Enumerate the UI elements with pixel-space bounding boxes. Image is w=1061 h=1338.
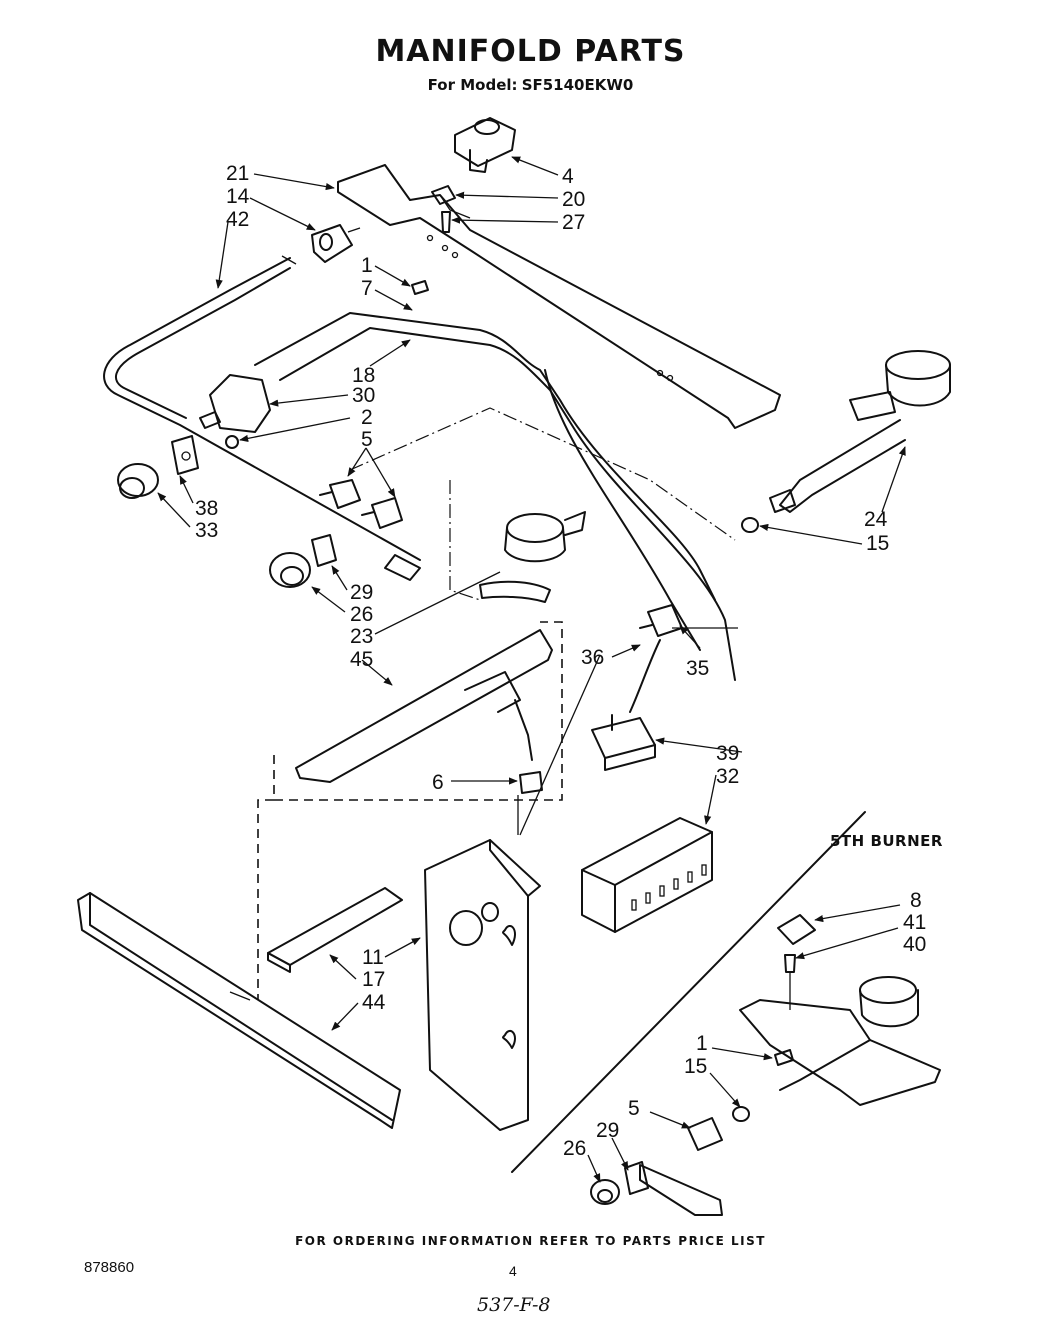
callout-17: 17 — [362, 968, 385, 991]
dashed-connector — [257, 799, 274, 1000]
fifth-burner-divider — [511, 811, 866, 1173]
part-orifice-15b — [732, 1106, 750, 1122]
part-knob-26 — [269, 552, 311, 588]
callout-11: 11 — [362, 946, 384, 969]
callout-15: 15 — [866, 532, 889, 555]
ordering-footer: FOR ORDERING INFORMATION REFER TO PARTS … — [295, 1234, 766, 1248]
callout-36: 36 — [581, 646, 604, 669]
callout-18: 18 — [352, 364, 375, 387]
part-burner-40 — [739, 976, 941, 1106]
part-burner-23 — [479, 511, 586, 603]
part-burner-valve-top — [454, 117, 516, 173]
model-number: SF5140EKW0 — [521, 76, 634, 94]
callout-20: 20 — [562, 188, 585, 211]
part-clip-1a — [411, 280, 429, 295]
callout-1: 1 — [361, 254, 373, 277]
part-valve-5b — [639, 1117, 723, 1216]
callout-8: 8 — [910, 889, 922, 912]
part-strip-17 — [267, 887, 403, 973]
callout-38: 38 — [195, 497, 218, 520]
callout-29-fifth: 29 — [596, 1119, 619, 1142]
callout-21: 21 — [226, 162, 249, 185]
callout-27: 27 — [562, 211, 585, 234]
part-ignition-module-39 — [591, 714, 656, 771]
callout-39: 39 — [716, 742, 739, 765]
part-knob-33 — [117, 463, 159, 499]
callout-24: 24 — [864, 508, 888, 531]
document-number: 878860 — [84, 1259, 135, 1276]
part-knob-26b — [590, 1179, 620, 1205]
part-clip-20 — [431, 185, 456, 205]
part-bracket-8 — [777, 914, 816, 945]
part-manifold-bracket — [337, 164, 781, 429]
part-valve-30 — [199, 374, 271, 449]
part-switch-36-35 — [629, 604, 683, 713]
callout-44: 44 — [362, 991, 386, 1014]
callouts: 4 20 27 21 14 42 1 7 18 30 2 5 38 33 29 … — [195, 162, 943, 1160]
callout-45: 45 — [350, 648, 373, 671]
part-orifice-15a — [741, 517, 759, 533]
dashed-group-box — [273, 621, 563, 801]
part-manifold-45 — [295, 629, 553, 794]
callout-26: 26 — [350, 603, 373, 626]
callout-26-fifth: 26 — [563, 1137, 586, 1160]
callout-35: 35 — [686, 657, 709, 680]
handwritten-note: 537-F-8 — [477, 1294, 551, 1316]
callout-42: 42 — [226, 208, 249, 231]
fifth-burner-label: 5TH BURNER — [830, 832, 943, 850]
page-number: 4 — [509, 1263, 517, 1279]
callout-2: 2 — [361, 406, 373, 429]
part-bezel-29 — [311, 534, 337, 567]
part-clip-1b — [774, 1049, 794, 1066]
part-orifice-41 — [784, 954, 796, 1010]
part-bezel-38 — [171, 435, 199, 475]
callout-23: 23 — [350, 625, 373, 648]
part-bracket-14 — [311, 224, 361, 263]
callout-6: 6 — [432, 771, 444, 794]
callout-30: 30 — [352, 384, 375, 407]
part-manifold-pipe-42 — [103, 255, 421, 561]
page-title: MANIFOLD PARTS — [375, 34, 686, 69]
callout-5: 5 — [361, 428, 373, 451]
callout-5-fifth: 5 — [628, 1097, 640, 1120]
part-burner-24 — [769, 350, 951, 513]
part-rail-44 — [77, 892, 401, 1129]
part-tubing-7-18 — [254, 312, 736, 681]
part-valves-5 — [319, 479, 421, 581]
callout-1-fifth: 1 — [696, 1032, 708, 1055]
callout-7: 7 — [361, 277, 373, 300]
callout-14: 14 — [226, 185, 250, 208]
callout-4: 4 — [562, 165, 574, 188]
part-bezel-29b — [624, 1161, 649, 1195]
part-orifice-27 — [441, 211, 451, 233]
model-prefix: For Model: — [427, 76, 518, 94]
part-panel-11 — [424, 839, 541, 1131]
leader-lines — [157, 156, 906, 1183]
callout-33: 33 — [195, 519, 218, 542]
callout-32: 32 — [716, 765, 739, 788]
model-line: For Model: SF5140EKW0 — [0, 76, 1061, 94]
callout-29: 29 — [350, 581, 373, 604]
callout-40: 40 — [903, 933, 926, 956]
callout-15-fifth: 15 — [684, 1055, 707, 1078]
callout-41: 41 — [903, 911, 926, 934]
part-box-32 — [581, 817, 713, 933]
